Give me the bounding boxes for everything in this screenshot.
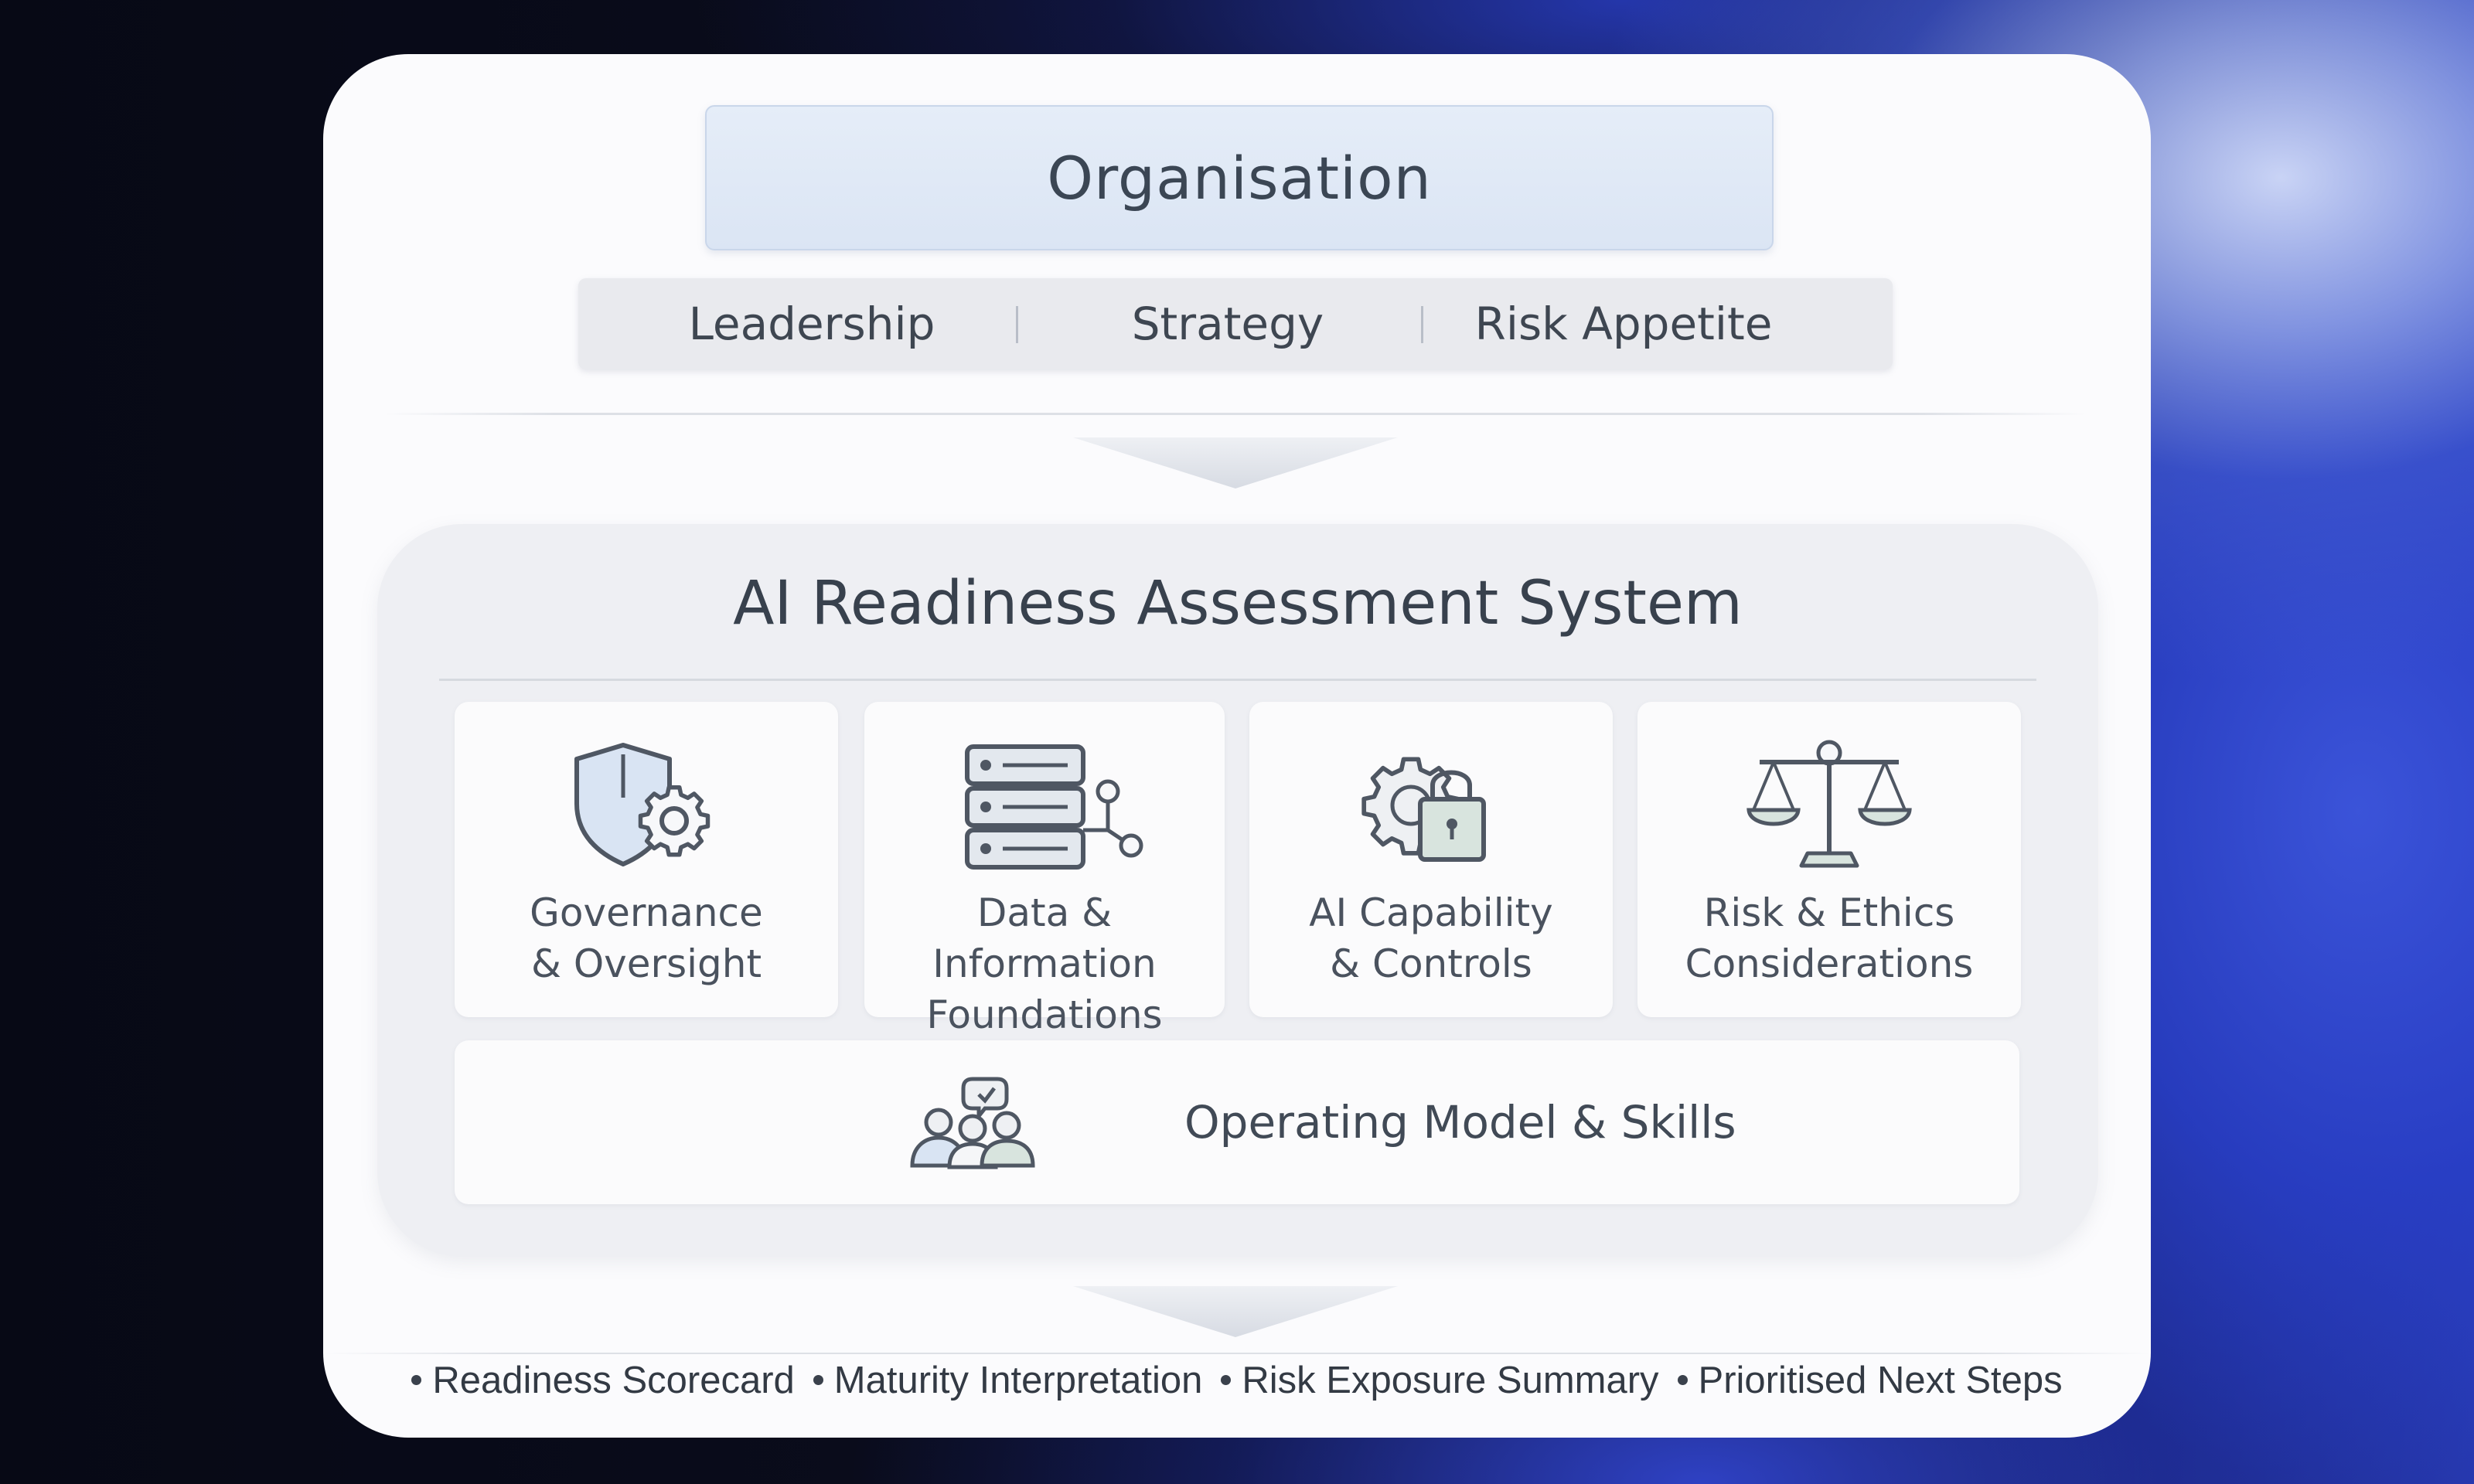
bullet-icon [411, 1374, 422, 1385]
output-item: Readiness Scorecard [411, 1353, 795, 1408]
outputs-rule [323, 1353, 2151, 1354]
output-label: Readiness Scorecard [432, 1360, 795, 1401]
component-ai-capability: AI Capability & Controls [1249, 702, 1613, 1017]
pillar-bar: Leadership Strategy Risk Appetite [578, 278, 1893, 369]
component-data-information: Data & Information Foundations [864, 702, 1225, 1037]
bullet-icon [1221, 1374, 1232, 1385]
database-network-icon [965, 744, 1143, 870]
system-title-rule [439, 679, 2036, 681]
divider-line [385, 413, 2086, 415]
pillar-leadership: Leadership [688, 298, 935, 350]
gear-lock-icon [1361, 757, 1486, 862]
down-arrow-icon [1073, 437, 1398, 488]
people-group-icon [910, 1077, 1035, 1169]
pillar-divider [1421, 306, 1423, 343]
diagram-card: Organisation Leadership Strategy Risk Ap… [323, 54, 2151, 1438]
down-arrow-icon [1073, 1286, 1398, 1337]
component-label: Risk & Ethics Considerations [1685, 890, 1974, 986]
bullet-icon [1677, 1374, 1688, 1385]
pillar-divider [1016, 306, 1018, 343]
balance-scale-icon [1746, 740, 1912, 868]
system-title: AI Readiness Assessment System [733, 569, 1743, 638]
component-governance-oversight: Governance & Oversight [455, 702, 838, 1017]
outputs-row: Readiness Scorecard Maturity Interpretat… [323, 1353, 2151, 1408]
output-item: Risk Exposure Summary [1221, 1353, 1659, 1408]
output-label: Prioritised Next Steps [1698, 1360, 2063, 1401]
organisation-title: Organisation [1047, 143, 1432, 213]
component-label: AI Capability & Controls [1309, 890, 1553, 986]
operating-model-label: Operating Model & Skills [1184, 1096, 1736, 1149]
output-label: Risk Exposure Summary [1242, 1360, 1659, 1401]
pillar-strategy: Strategy [1131, 298, 1324, 350]
component-operating-model: Operating Model & Skills [455, 1040, 2019, 1204]
organisation-box: Organisation [705, 105, 1774, 250]
pillar-risk-appetite: Risk Appetite [1474, 298, 1773, 350]
output-item: Prioritised Next Steps [1677, 1353, 2063, 1408]
bullet-icon [813, 1374, 823, 1385]
output-item: Maturity Interpretation [813, 1353, 1203, 1408]
output-label: Maturity Interpretation [833, 1360, 1203, 1401]
component-risk-ethics: Risk & Ethics Considerations [1637, 702, 2021, 1017]
component-label: Data & Information Foundations [926, 890, 1163, 1037]
shield-gear-icon [574, 743, 711, 866]
component-label: Governance & Oversight [530, 890, 763, 986]
